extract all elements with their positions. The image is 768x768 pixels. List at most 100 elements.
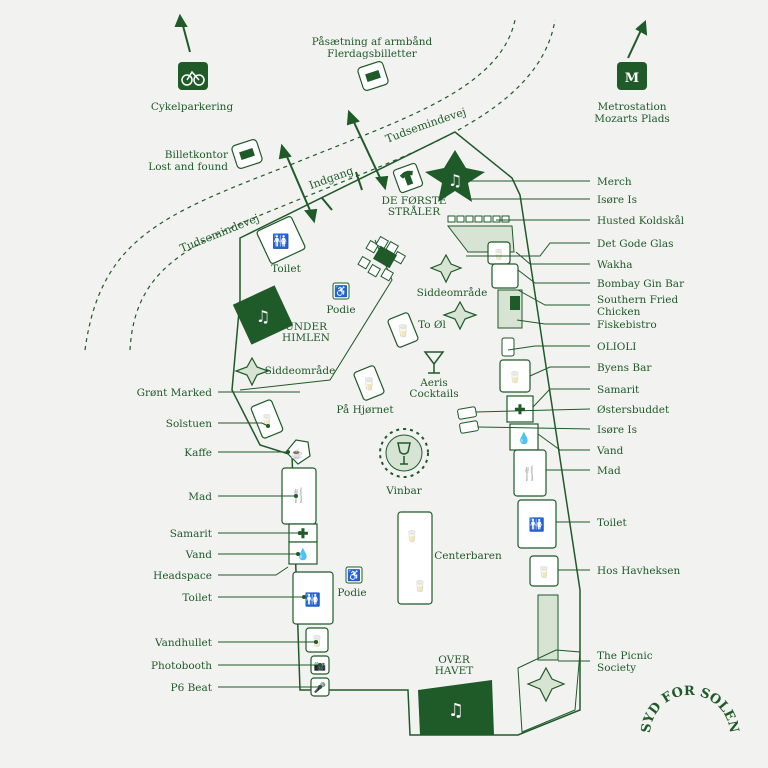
podie-label: Podie: [326, 304, 355, 316]
market-stall-row: [447, 215, 510, 223]
glass-icon: 🥛: [493, 248, 505, 261]
svg-text:M: M: [625, 71, 639, 86]
podie-label-2: Podie: [337, 587, 366, 599]
glass-icon: 🥛: [537, 566, 551, 579]
metro-label-1: Metrostation: [597, 101, 666, 113]
label-ostersbuddet: Østersbuddet: [597, 404, 670, 416]
label-photobooth: Photobooth: [151, 660, 212, 672]
wristband-label-1: Påsætning af armbånd: [312, 35, 433, 48]
label-isore-is: Isøre Is: [597, 194, 637, 206]
label-mad-right: Mad: [597, 465, 621, 477]
label-byens-bar: Byens Bar: [597, 362, 652, 374]
label-hos-havheksen: Hos Havheksen: [597, 565, 680, 577]
label-mad: Mad: [188, 491, 212, 503]
water-drop-icon: 💧: [296, 548, 310, 561]
glass-icon: 🥛: [396, 324, 411, 338]
label-solstuen: Solstuen: [166, 418, 212, 430]
left-stalls: 🥛 ☕ 🍴 ✚ 💧 🚻 🥛 📷 🎤: [250, 399, 334, 697]
seating-label-right: Siddeområde: [417, 286, 488, 299]
centerbaren: 🥛 🥛 Centerbaren: [397, 511, 502, 605]
ticket-office-label-1: Billetkontor: [165, 149, 229, 161]
picnic-area: [517, 649, 581, 733]
label-isore-is-2: Isøre Is: [597, 424, 637, 436]
metro-label-2: Mozarts Plads: [594, 113, 670, 125]
label-gront-marked: Grønt Marked: [137, 387, 213, 399]
vinbar-label: Vinbar: [385, 485, 423, 497]
direction-arrows: [174, 13, 648, 59]
first-aid-icon: ✚: [298, 527, 309, 542]
seating-area-stars: [234, 253, 566, 703]
flag-icon: [510, 296, 520, 310]
logo-text: SYD FOR SOLEN: [639, 684, 741, 734]
wristband-label-2: Flerdagsbilletter: [327, 48, 418, 60]
bar-to-ol: 🥛 To Øl: [387, 312, 447, 348]
music-note-icon: ♫: [448, 700, 464, 721]
right-labels: Merch Isøre Is Husted Koldskål Det Gode …: [596, 176, 685, 674]
label-samarit: Samarit: [170, 528, 213, 540]
vinbar: Vinbar: [379, 428, 429, 497]
toilet-area-top: 🚻 Toilet: [256, 216, 306, 275]
label-headspace: Headspace: [153, 570, 212, 582]
festival-boundary: [231, 131, 581, 736]
entrance-label: Indgang: [307, 164, 355, 192]
right-stalls: 🥛 🥛 ✚ 💧 🍴 🚻 🥛: [457, 241, 559, 587]
label-picnic-1: The Picnic: [597, 650, 653, 662]
ticket-office: Billetkontor Lost and found: [148, 139, 263, 173]
label-bombay-gin-bar: Bombay Gin Bar: [597, 278, 685, 290]
podie-top: ♿ Podie: [326, 282, 356, 316]
stage-over-1: OVER: [438, 654, 471, 666]
bicycle-icon: [178, 62, 208, 90]
label-toilet-right: Toilet: [597, 517, 627, 529]
label-vandhullet: Vandhullet: [154, 637, 213, 649]
metro-station: M Metrostation Mozarts Plads: [594, 62, 670, 125]
stage-name-2: STRÅLER: [388, 204, 441, 218]
wheelchair-icon: ♿: [334, 285, 348, 298]
label-southern-fried-1: Southern Fried: [597, 294, 678, 306]
music-note-icon: ♫: [448, 171, 462, 190]
label-p6-beat: P6 Beat: [171, 682, 213, 694]
aeris-label-1: Aeris: [419, 377, 448, 389]
bar-paa-hjornet: 🥛 På Hjørnet: [336, 365, 394, 416]
ticket-office-label-2: Lost and found: [148, 161, 228, 173]
glass-icon: 🥛: [405, 530, 419, 543]
toilet-icon: 🚻: [529, 517, 545, 533]
label-vand: Vand: [185, 549, 213, 561]
toilet-icon: 🚻: [305, 592, 321, 608]
toilet-label-top: Toilet: [271, 263, 301, 275]
aeris-label-2: Cocktails: [409, 388, 458, 400]
paa-hjornet-label: På Hjørnet: [336, 403, 394, 416]
label-toilet: Toilet: [182, 592, 212, 604]
left-leader-lines: [218, 391, 320, 688]
label-fiskebistro: Fiskebistro: [597, 319, 657, 331]
stage-over-2: HAVET: [435, 665, 473, 677]
wheelchair-icon: ♿: [347, 569, 361, 582]
stage-over-havet: OVER HAVET ♫: [418, 654, 494, 735]
label-husted-koldskaal: Husted Koldskål: [597, 214, 685, 227]
stage-under-himlen: ♫ UNDER HIMLEN: [232, 285, 330, 345]
wristband-station: Påsætning af armbånd Flerdagsbilletter: [312, 35, 433, 91]
bar-aeris: Aeris Cocktails: [409, 351, 459, 400]
road-name-top: Tudsemindevej: [384, 105, 468, 146]
stage-under-2: HIMLEN: [282, 332, 330, 344]
label-merch: Merch: [597, 176, 632, 188]
seating-cluster: [357, 235, 407, 282]
seating-label-left: Siddeområde: [265, 364, 336, 377]
wine-glass-icon: [397, 442, 411, 465]
brand-logo: SYD FOR SOLEN: [639, 684, 741, 734]
cutlery-icon: 🍴: [521, 465, 538, 482]
podie-bottom: ♿ Podie: [337, 566, 367, 599]
bike-parking-label: Cykelparkering: [151, 101, 234, 113]
label-southern-fried-2: Chicken: [597, 306, 641, 318]
stage-de-forste-straaler: ♫ DE FØRSTE STRÅLER: [381, 150, 485, 218]
cutlery-icon: 🍴: [290, 487, 307, 504]
metro-icon: [617, 62, 647, 90]
glass-icon: 🥛: [508, 371, 522, 384]
right-leader-lines: [466, 180, 591, 662]
label-picnic-2: Society: [597, 662, 636, 674]
bike-parking: Cykelparkering: [151, 62, 234, 113]
glass-icon: 🥛: [413, 580, 427, 593]
music-note-icon: ♫: [256, 307, 270, 326]
left-leader-dots: [266, 424, 322, 689]
stage-under-1: UNDER: [285, 321, 328, 333]
